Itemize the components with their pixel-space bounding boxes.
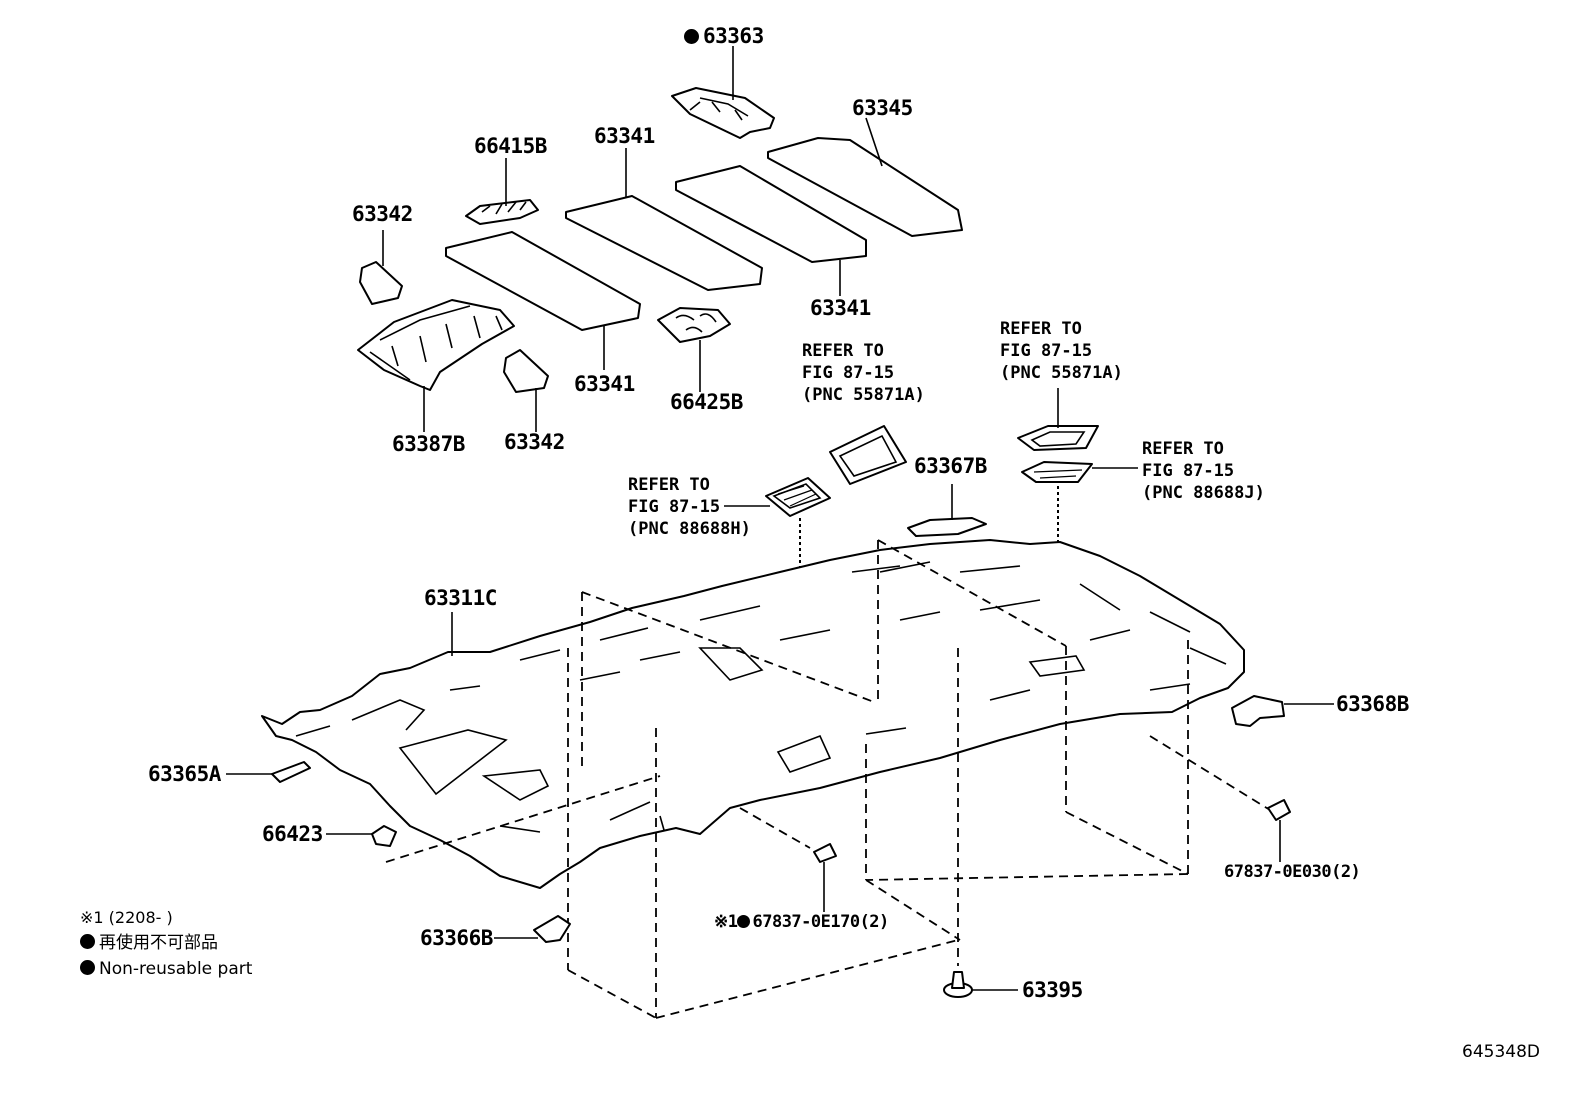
part-63368B-shape (1231, 695, 1285, 727)
reference-line: (PNC 55871A) (1000, 363, 1123, 383)
part-63363-shape (671, 87, 775, 139)
reference-line: REFER TO (1000, 319, 1082, 339)
legend-note-1: ※1 (2208- ) (80, 908, 173, 927)
legend-jp-text: 再使用不可部品 (99, 933, 218, 953)
label-63363: 63363 (684, 26, 764, 47)
label-67837-0E170: ※1 67837-0E170(2) (714, 914, 889, 931)
part-63365A-shape (271, 761, 311, 783)
reference-line: REFER TO (802, 341, 884, 361)
reference-line: REFER TO (628, 475, 710, 495)
part-67837-0E030-shape (1267, 799, 1291, 821)
reference-88688J: REFER TO FIG 87-15 (PNC 88688J) (1142, 438, 1265, 504)
reference-line: (PNC 88688J) (1142, 483, 1265, 503)
part-67837-0E170-shape (813, 843, 837, 863)
label-66423: 66423 (262, 822, 323, 846)
part-63341-pad-left-shape (445, 231, 641, 331)
reference-55871A-mid: REFER TO FIG 87-15 (PNC 55871A) (802, 340, 925, 406)
reference-55871A-right: REFER TO FIG 87-15 (PNC 55871A) (1000, 318, 1123, 384)
legend-en-text: Non-reusable part (99, 959, 253, 979)
part-66423-shape (371, 825, 397, 847)
legend-jp: 再使用不可部品 (80, 934, 218, 952)
reference-line: FIG 87-15 (802, 363, 895, 383)
label-63345: 63345 (852, 96, 913, 120)
part-66415B-shape (465, 199, 539, 225)
part-63341-pad-top-shape (565, 195, 763, 291)
part-63367B-shape (907, 517, 987, 537)
part-63395-shape (943, 971, 973, 998)
label-63387B: 63387B (392, 432, 465, 456)
reference-line: FIG 87-15 (1000, 341, 1093, 361)
part-88688J-lens-shape (1021, 461, 1093, 483)
label-63363-text: 63363 (703, 24, 764, 48)
label-63342-bottom: 63342 (504, 430, 565, 454)
label-67837-0E170-text: 67837-0E170(2) (752, 912, 889, 932)
label-63311C: 63311C (424, 586, 497, 610)
label-63342-top: 63342 (352, 202, 413, 226)
part-55871A-bezel-right-shape (1017, 425, 1099, 451)
label-63341-top: 63341 (594, 124, 655, 148)
label-63341-bottom: 63341 (574, 372, 635, 396)
reference-line: (PNC 55871A) (802, 385, 925, 405)
part-63345-shape (767, 137, 963, 237)
part-88688H-lens-shape (765, 477, 831, 517)
non-reusable-dot-icon (80, 960, 95, 975)
label-63341-right: 63341 (810, 296, 871, 320)
label-67837-0E030: 67837-0E030(2) (1224, 862, 1361, 882)
reference-line: (PNC 88688H) (628, 519, 751, 539)
reference-88688H: REFER TO FIG 87-15 (PNC 88688H) (628, 474, 751, 540)
reference-line: FIG 87-15 (628, 497, 721, 517)
part-63366B-shape (533, 915, 571, 943)
part-66425B-shape (657, 307, 731, 343)
legend-en: Non-reusable part (80, 960, 252, 978)
part-63387B-shape (357, 299, 515, 391)
label-66425B: 66425B (670, 390, 743, 414)
reference-line: FIG 87-15 (1142, 461, 1235, 481)
part-63311C-headliner-shape (261, 539, 1245, 889)
reference-line: REFER TO (1142, 439, 1224, 459)
label-63395: 63395 (1022, 978, 1083, 1002)
part-55871A-bezel-mid-shape (829, 425, 907, 485)
part-63342-pad-bottom-shape (503, 349, 549, 393)
label-63368B: 63368B (1336, 692, 1409, 716)
part-63341-pad-right-shape (675, 165, 867, 263)
label-63366B: 63366B (420, 926, 493, 950)
label-66415B: 66415B (474, 134, 547, 158)
label-67837-0E170-prefix: ※1 (714, 912, 738, 932)
label-63365A: 63365A (148, 762, 221, 786)
non-reusable-dot-icon (737, 915, 751, 928)
figure-id: 645348D (1462, 1042, 1540, 1062)
non-reusable-dot-icon (80, 934, 95, 949)
non-reusable-dot-icon (684, 29, 699, 44)
label-63367B: 63367B (914, 454, 987, 478)
part-63342-pad-top-shape (359, 261, 403, 305)
